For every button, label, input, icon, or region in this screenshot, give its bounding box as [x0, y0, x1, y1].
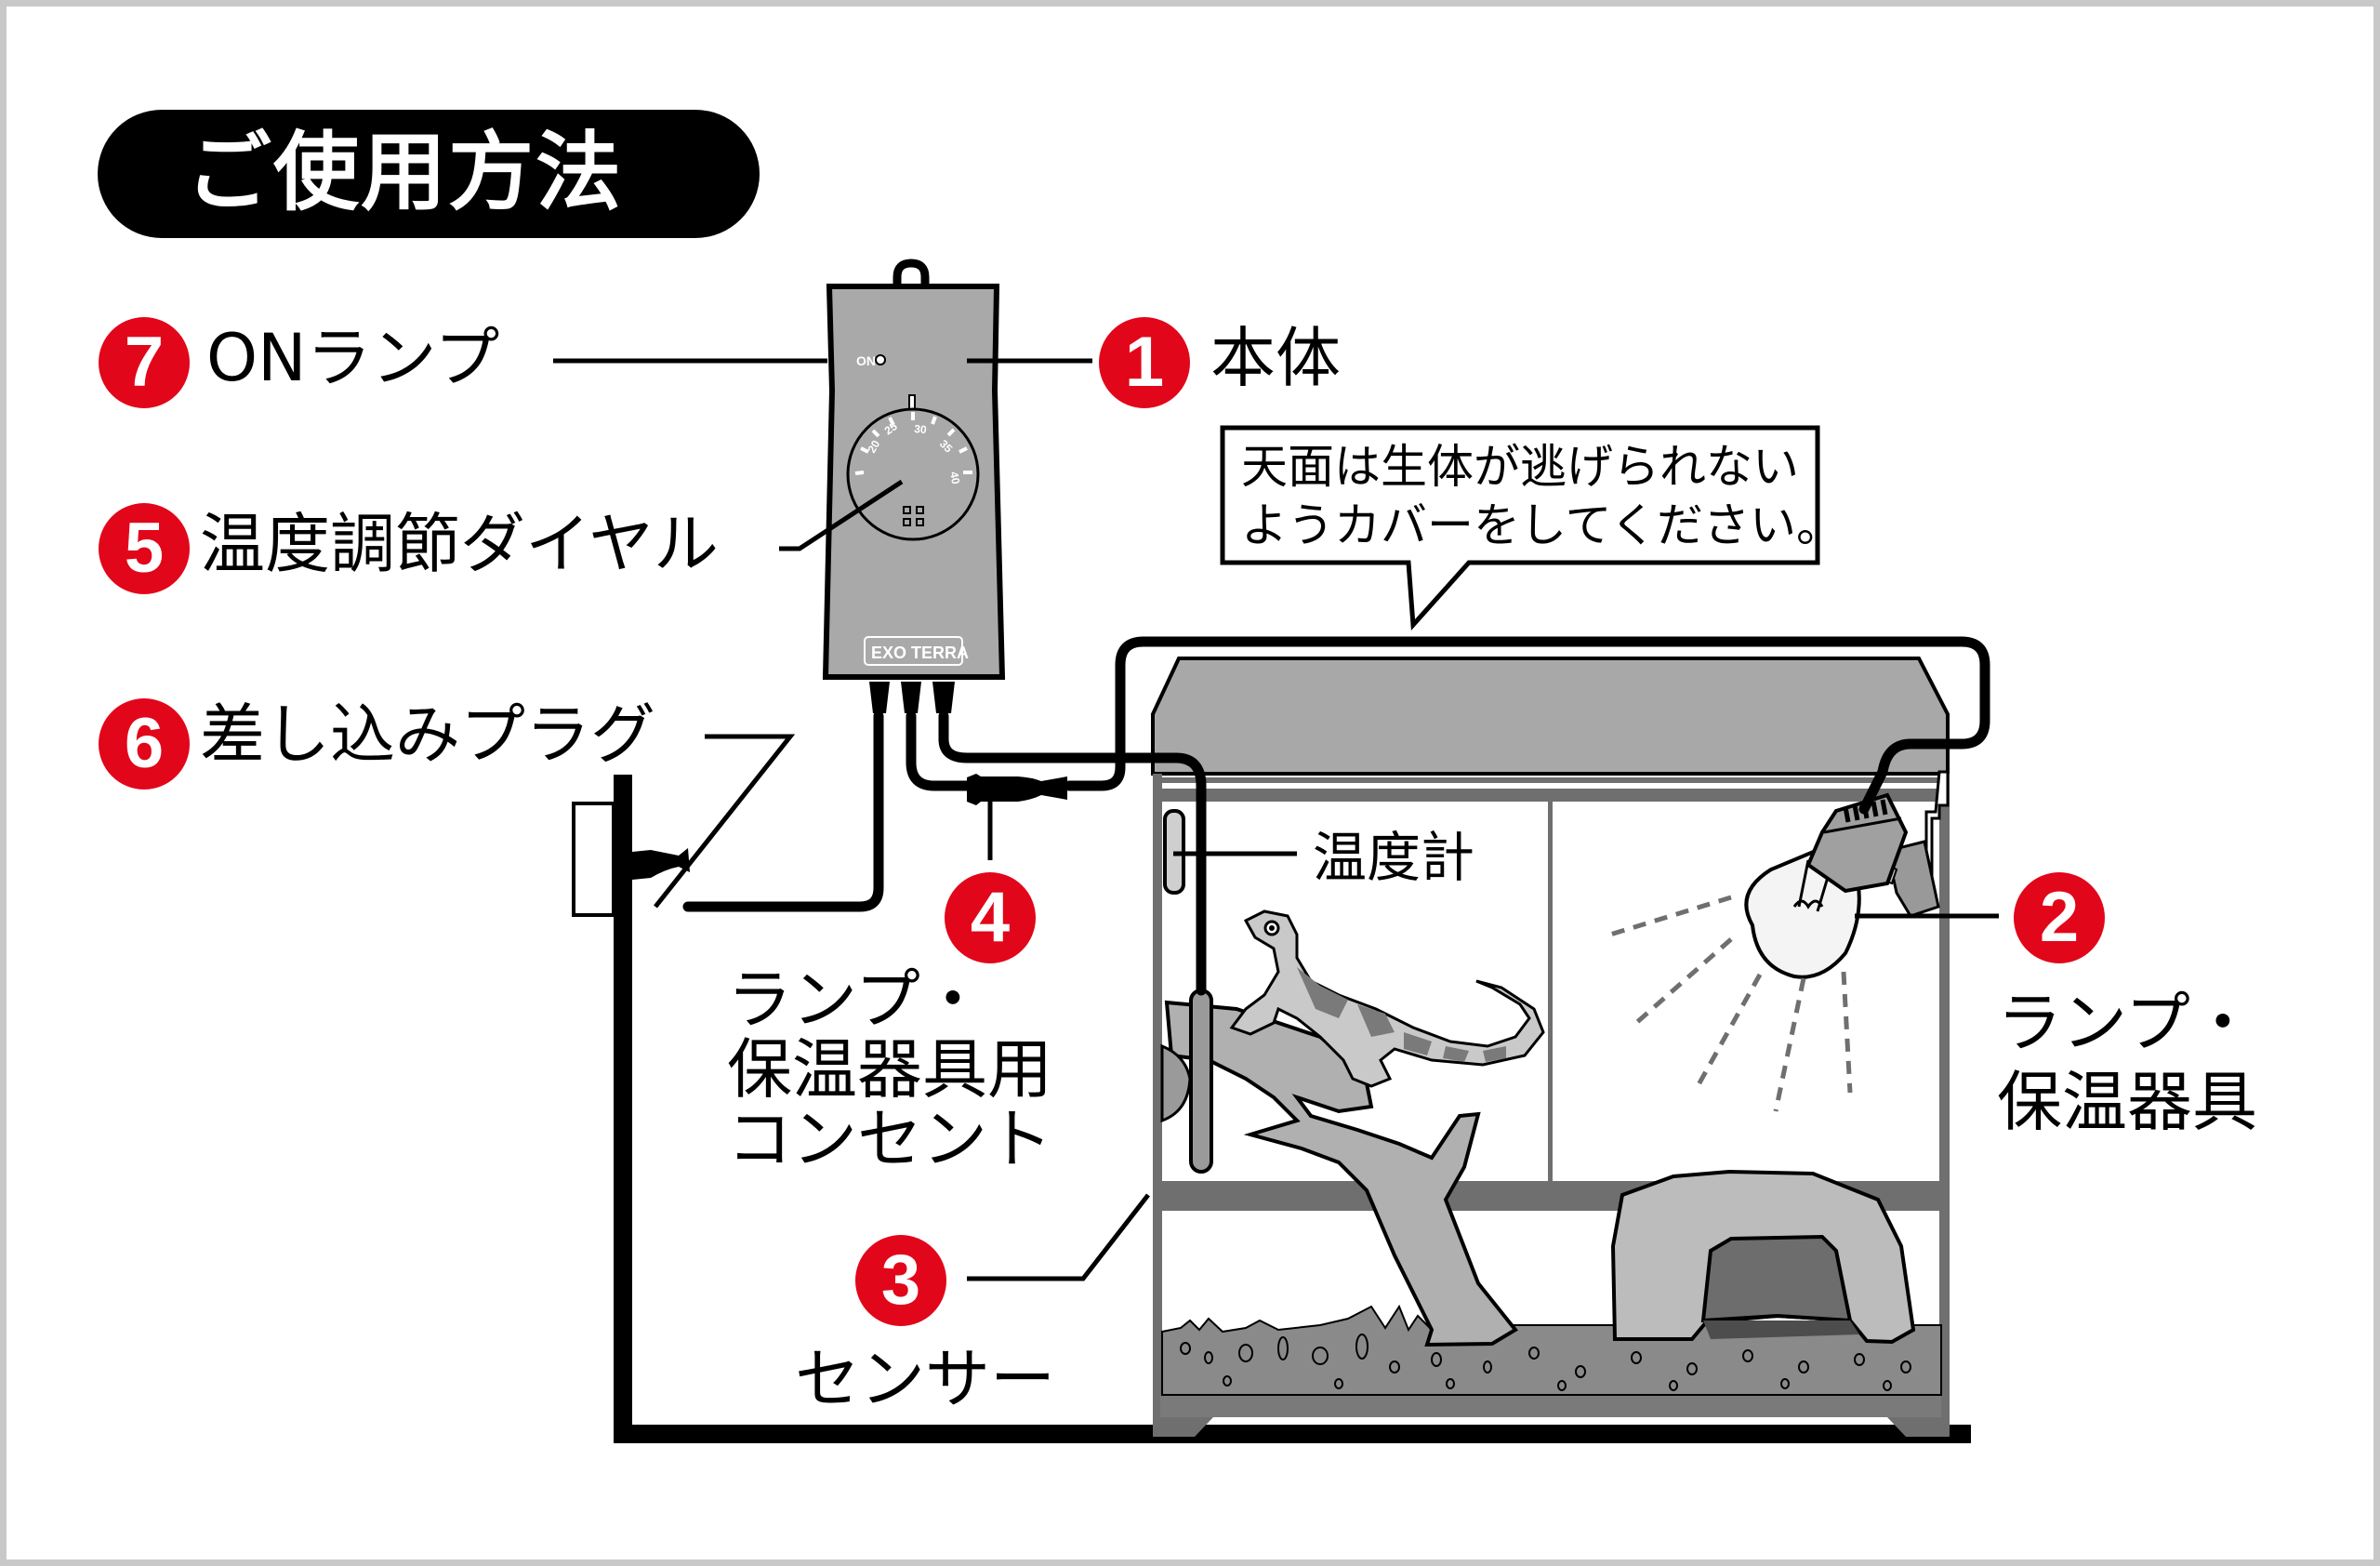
gravel-pebbles: [1180, 1334, 1911, 1391]
plug-icon: [632, 848, 690, 880]
label-outlet-line-1: ランプ・: [727, 962, 985, 1038]
branch-icon: [1164, 1000, 1518, 1347]
label-plug: 差し込みプラグ: [200, 697, 655, 773]
label-lamp-line-2: 保温器具: [1997, 1064, 2257, 1140]
sensor-vent-icon: [903, 506, 924, 526]
room-floor: [614, 1425, 1971, 1443]
terrarium: [1151, 657, 1950, 1437]
dial-mark-40: 40: [947, 471, 962, 485]
cables: [682, 636, 1990, 996]
title-pill: [98, 110, 760, 238]
device-cable-connectors: [869, 682, 955, 713]
page-title: ご使用方法: [186, 123, 624, 222]
temperature-dial-icon: [846, 394, 980, 541]
on-lamp-indicator-icon: [875, 354, 886, 365]
label-main-unit: 本体: [1210, 320, 1341, 396]
badge-2: 2: [2014, 872, 2105, 963]
callout-line-1: 天面は生体が逃げられない: [1241, 440, 1799, 494]
on-lamp-text: ON: [856, 353, 876, 368]
leader-lines: [553, 358, 1999, 1281]
brand-logo: EXO TERRA: [871, 644, 969, 662]
label-outlet-line-2: 保温器具用: [727, 1031, 1052, 1108]
light-rays: [1609, 895, 1853, 1112]
sensor-probe-icon: [1189, 989, 1213, 1174]
dial-mark-20: 20: [865, 438, 882, 456]
terrarium-lid: [1151, 657, 1950, 776]
controller-device: ON 20 25 30 35 40 EXO TERRA: [822, 259, 1006, 680]
terrarium-left-side: [1153, 774, 1162, 1436]
badge-1: 1: [1099, 317, 1190, 408]
label-temperature-dial: 温度調節ダイヤル: [200, 506, 719, 582]
label-sensor: センサー: [795, 1341, 1055, 1417]
badge-7: 7: [99, 317, 190, 408]
dial-mark-30: 30: [914, 422, 928, 436]
wall-outlet-icon: [572, 802, 615, 917]
callout-bubble: [1220, 425, 1820, 631]
badge-5: 5: [99, 503, 190, 594]
badge-3: 3: [855, 1235, 946, 1326]
hanger-loop-icon: [892, 259, 930, 290]
inline-socket-icon: [967, 774, 1067, 805]
label-on-lamp: ONランプ: [206, 320, 500, 396]
terrarium-right-side: [1939, 774, 1950, 1436]
badge-4: 4: [945, 872, 1036, 963]
label-outlet-line-3: コンセント: [727, 1101, 1052, 1177]
lizard-icon: [1229, 909, 1545, 1088]
heat-lamp-icon: [1609, 770, 1950, 1112]
callout-line-2: ようカバーをしてください。: [1241, 498, 1843, 552]
badge-6: 6: [99, 698, 190, 790]
label-thermometer: 温度計: [1313, 826, 1475, 889]
room-wall: [614, 775, 632, 1441]
label-lamp-line-1: ランプ・: [1997, 985, 2255, 1061]
